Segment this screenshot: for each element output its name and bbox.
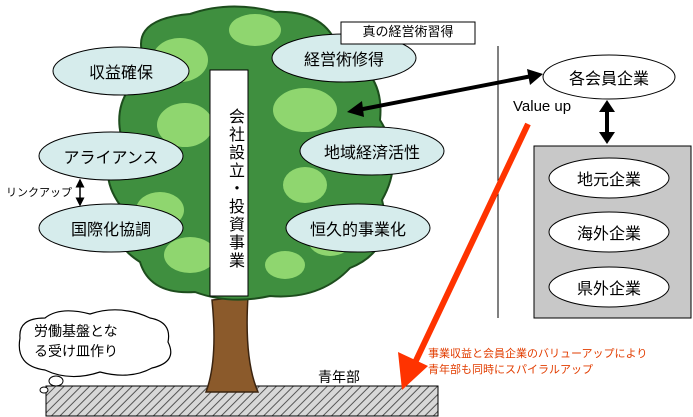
oval-management-label: 経営術修得 [303,50,385,69]
header-box-frame [340,21,476,45]
oval-regional-label: 地域経済活性 [323,143,421,162]
tree-member-arrow [347,69,543,117]
value-up-label: Value up [513,98,572,115]
other-pref-company-label: 県外企業 [576,279,642,298]
member-box-arrow [599,100,615,144]
local-company-label: 地元企業 [576,170,642,189]
oval-revenue-label: 収益確保 [88,63,154,82]
tree-trunk [204,295,260,393]
member-companies-label: 各会員企業 [568,69,650,88]
oval-international-label: 国際化協調 [70,220,152,239]
link-up-label: リンクアップ [6,186,72,199]
trunk-vertical-text: 会社設立・投資事業 [226,108,245,270]
spiral-note: 事業収益と会員企業のバリューアップにより 青年部も同時にスパイラルアップ [428,347,648,376]
oval-member-companies [542,54,676,100]
oval-local-company [548,157,670,199]
header-box-label: 真の経営術習得 [362,25,454,40]
value-up-red-arrow [398,122,531,390]
oval-alliance-label: アライアンス [63,148,159,167]
overseas-company-label: 海外企業 [576,224,642,243]
oval-other-pref-company [548,266,670,308]
thought-bubble-text: 労働基盤とな る受け皿作り [34,324,118,360]
oval-regional [299,126,445,176]
trunk-text-box [209,69,249,297]
thought-bubble [18,309,172,394]
oval-permanent-label: 恒久的事業化 [309,220,407,239]
ground-label: 青年部 [318,370,360,386]
oval-revenue [52,46,190,96]
oval-permanent [285,203,431,253]
oval-international [38,203,184,253]
oval-alliance [38,131,184,181]
oval-overseas-company [548,211,670,253]
